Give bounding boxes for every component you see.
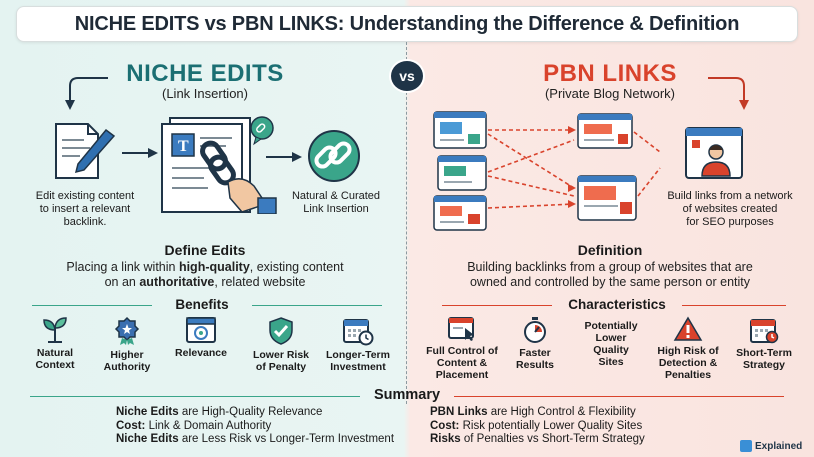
document-link-icon: T	[161, 116, 277, 214]
calendar-icon	[750, 319, 779, 344]
summary-title: Summary	[373, 387, 441, 403]
flow-arrow-2	[266, 152, 302, 162]
shield-check-icon	[269, 317, 293, 345]
vs-badge: vs	[389, 59, 425, 93]
benefit-relevance: Relevance	[166, 316, 236, 359]
caption-natural-curated: Natural & Curated Link Insertion	[291, 190, 381, 215]
title-bar: NICHE EDITS vs PBN LINKS: Understanding …	[16, 6, 798, 42]
curved-arrow-left	[65, 77, 108, 110]
niche-edits-heading: NICHE EDITS	[126, 60, 284, 87]
pbn-links-subheading: (Private Blog Network)	[544, 86, 676, 101]
characteristics-title: Characteristics	[568, 297, 666, 312]
summary-left-line-3: Niche Edits are Less Risk vs Longer-Term…	[116, 433, 395, 445]
brand-watermark: Explained	[740, 440, 802, 452]
browser-target-icon	[186, 317, 216, 343]
define-edits-title: Define Edits	[164, 242, 246, 258]
flow-arrow-1	[122, 148, 158, 158]
site-node-1	[433, 111, 487, 149]
site-node-3	[433, 195, 487, 231]
warning-icon	[673, 316, 703, 341]
summary-right-line-2: Cost: Risk potentially Lower Quality Sit…	[430, 419, 643, 432]
document-edit-icon	[55, 123, 116, 179]
summary-left-line-1: Niche Edits are High-Quality Relevance	[116, 406, 323, 418]
summary-right-line-1: PBN Links are High Control & Flexibility	[430, 406, 636, 418]
link-circle-icon	[308, 130, 360, 182]
summary-rule-right	[454, 396, 784, 397]
niche-edits-subheading: (Link Insertion)	[162, 86, 248, 101]
characteristics-rule-left	[442, 305, 552, 306]
person-browser-icon	[685, 127, 743, 179]
summary-right-line-3: Risks of Penalties vs Short-Term Strateg…	[430, 433, 645, 445]
calendar-clock-icon	[343, 319, 374, 346]
summary-left-line-2: Cost: Link & Domain Authority	[116, 419, 272, 432]
benefits-rule-right	[252, 305, 382, 306]
svg-text:T: T	[178, 138, 189, 155]
site-node-5	[577, 175, 637, 221]
browser-cursor-icon	[448, 317, 474, 341]
benefits-rule-left	[32, 305, 152, 306]
summary-left: Niche Edits are High-Quality Relevance C…	[116, 406, 394, 447]
stopwatch-icon	[524, 317, 546, 343]
site-node-4	[577, 113, 633, 149]
summary-right: PBN Links are High Control & Flexibility…	[430, 406, 645, 447]
brand-logo-icon	[740, 440, 752, 452]
site-node-2	[437, 155, 487, 191]
caption-edit-content: Edit existing content to insert a releva…	[35, 190, 135, 228]
page-title: NICHE EDITS vs PBN LINKS: Understanding …	[74, 12, 740, 35]
caption-build-links: Build links from a network of websites c…	[667, 190, 793, 228]
center-divider	[406, 42, 407, 404]
characteristics-rule-right	[682, 305, 786, 306]
medal-icon	[114, 316, 140, 345]
pbn-network-diagram	[433, 111, 661, 231]
benefits-title: Benefits	[175, 297, 229, 312]
summary-rule-left	[30, 396, 360, 397]
define-edits-text: Placing a link within high-quality, exis…	[66, 260, 344, 289]
curved-arrow-right	[708, 77, 749, 110]
pbn-links-heading: PBN LINKS	[543, 60, 677, 87]
definition-text: Building backlinks from a group of websi…	[467, 260, 753, 289]
definition-title: Definition	[577, 242, 643, 258]
plant-icon	[43, 317, 67, 343]
